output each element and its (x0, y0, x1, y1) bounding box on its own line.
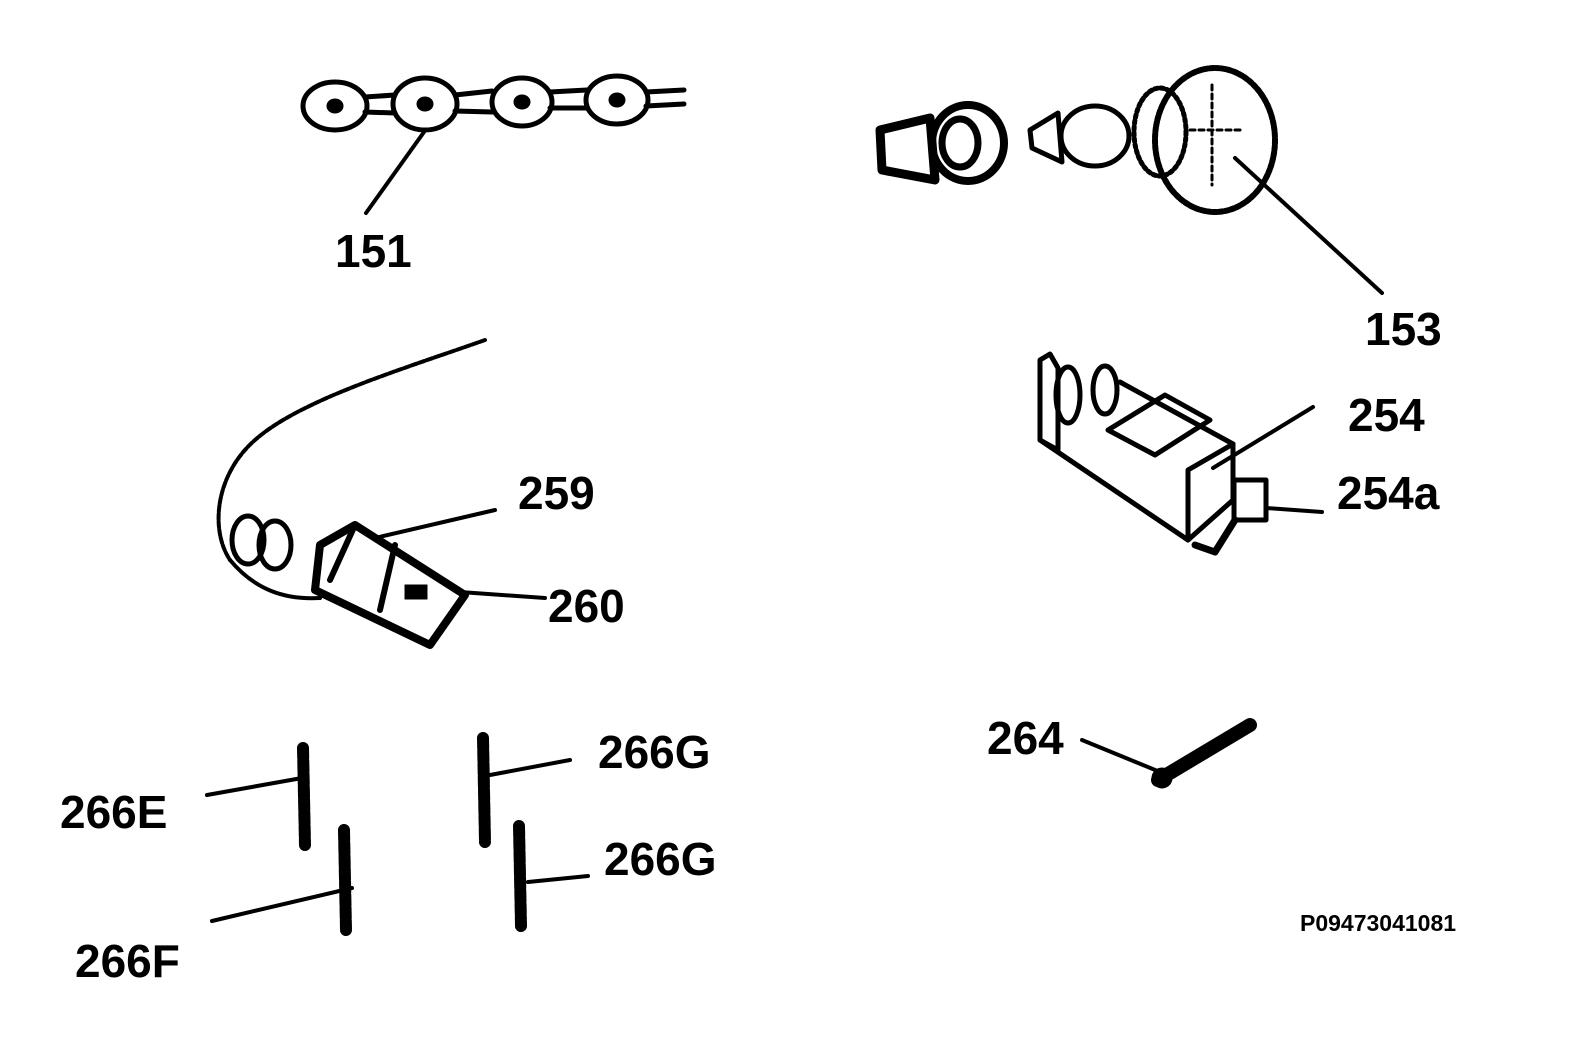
label-266f: 266F (75, 935, 180, 987)
leader-260 (458, 590, 547, 600)
leader-264 (1080, 738, 1162, 774)
label-266e: 266E (60, 786, 168, 838)
diagram-code: P09473041081 (1300, 910, 1457, 936)
part-254-ignition-unit (1037, 351, 1269, 556)
label-254a: 254a (1337, 467, 1440, 519)
part-266f-pin (338, 824, 352, 936)
leader-266e (205, 776, 304, 797)
label-260: 260 (548, 580, 625, 632)
leader-266g-lower (526, 874, 590, 884)
leader-254 (1211, 405, 1315, 470)
leader-153 (1233, 156, 1384, 295)
leader-266g-upper (488, 758, 572, 777)
part-266g-pin-lower (513, 820, 527, 932)
leader-151 (364, 130, 426, 215)
label-151: 151 (335, 225, 412, 277)
part-264-electrode (1151, 718, 1257, 789)
part-266g-pin-upper (477, 732, 491, 848)
part-259-260-igniter-plug (216, 338, 487, 649)
label-259: 259 (518, 467, 595, 519)
label-266g-lower: 266G (604, 833, 717, 885)
part-151-chain (300, 73, 687, 133)
leader-259 (373, 508, 497, 540)
part-266e-pin (297, 742, 311, 851)
part-153-burner (875, 65, 1278, 215)
label-266g-upper: 266G (598, 726, 711, 778)
label-254: 254 (1348, 389, 1425, 441)
leader-254a (1264, 506, 1324, 514)
label-153: 153 (1365, 303, 1442, 355)
leader-266f (210, 886, 354, 923)
label-264: 264 (987, 712, 1064, 764)
